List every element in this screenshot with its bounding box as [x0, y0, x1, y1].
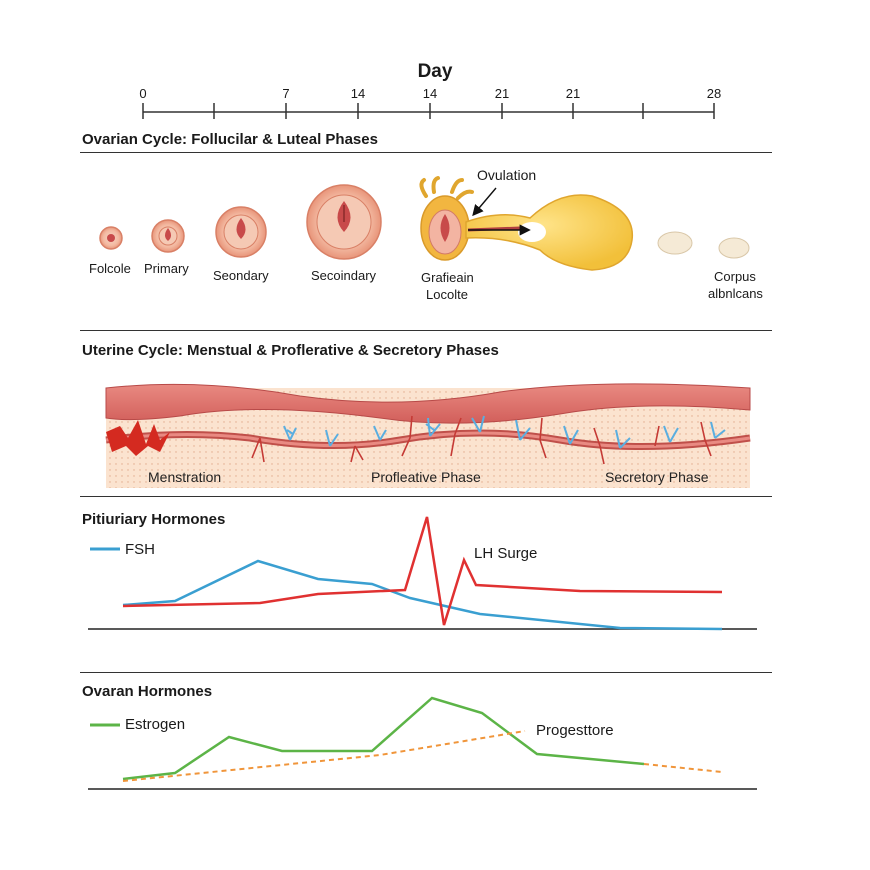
ovulation-label: Ovulation: [477, 167, 537, 183]
timeline-title: Day: [417, 61, 453, 82]
uterine-section-title: Uterine Cycle: Menstual & Proflerative &…: [82, 342, 499, 359]
pituitary-section-title: Pitiuriary Hormones: [82, 511, 226, 528]
ovarian-hormones-rule: [80, 672, 772, 673]
ovarian-hormones-chart: [88, 696, 757, 790]
day-tick-label: 0: [139, 86, 147, 101]
lh-series-line: [122, 516, 723, 626]
corpus-albicans-label-line1: Corpus: [714, 269, 756, 284]
stage-label-late-secondary: Secoindary: [311, 268, 377, 283]
progesterone-series-line: [122, 730, 526, 782]
graafian-follicle-illustration: [419, 176, 474, 261]
ovarian-section-rule: [80, 152, 772, 153]
stage-label-follicle: Folcole: [89, 261, 131, 276]
ovulation-arrow: [472, 187, 497, 217]
day-tick-label: 14: [350, 86, 366, 101]
estrogen-series-line: [122, 696, 645, 781]
follicle-secondary-illustration: [215, 206, 267, 258]
day-tick-label: 21: [494, 86, 510, 101]
day-tick-label: 14: [422, 86, 438, 101]
follicle-primordial-illustration: [99, 226, 123, 250]
phase-label-proliferative: Profleative Phase: [371, 469, 481, 485]
lh-surge-label: LH Surge: [474, 545, 538, 562]
corpus-luteum-illustration: [465, 194, 634, 271]
day-tick-label: 28: [706, 86, 722, 101]
uterine-lining-illustration: [105, 383, 751, 488]
ovarian-section-title: Ovarian Cycle: Follucilar & Luteal Phase…: [82, 131, 378, 148]
estrogen-legend-label: Estrogen: [125, 716, 186, 733]
pituitary-chart: [88, 516, 757, 631]
follicle-late-secondary-illustration: [306, 184, 382, 260]
phase-label-secretory: Secretory Phase: [605, 469, 709, 485]
uterine-section-rule-bottom: [80, 496, 772, 497]
progesterone-series-tail: [643, 763, 723, 773]
stage-label-primary: Primary: [144, 261, 189, 276]
corpus-albicans-illustration: [657, 231, 750, 259]
spiral-arteries-blue: [283, 415, 726, 449]
graafian-label-line2: Locolte: [426, 287, 468, 302]
day-tick-label: 7: [282, 86, 290, 101]
stage-label-secondary: Seondary: [213, 268, 269, 283]
uterine-section-rule-top: [80, 330, 772, 331]
ovarian-hormones-section-title: Ovaran Hormones: [82, 683, 213, 700]
day-tick-label: 21: [565, 86, 581, 101]
progesterone-label: Progesttore: [536, 722, 614, 739]
fsh-legend-label: FSH: [125, 541, 155, 558]
timeline-axis: [142, 103, 715, 119]
follicle-primary-illustration: [151, 219, 185, 253]
corpus-albicans-label-line2: albnlcans: [708, 286, 763, 301]
fsh-series-line: [122, 559, 723, 631]
phase-label-menstruation: Menstration: [148, 469, 222, 485]
spiral-arteries-red: [251, 415, 712, 465]
graafian-label-line1: Grafieain: [421, 270, 474, 285]
